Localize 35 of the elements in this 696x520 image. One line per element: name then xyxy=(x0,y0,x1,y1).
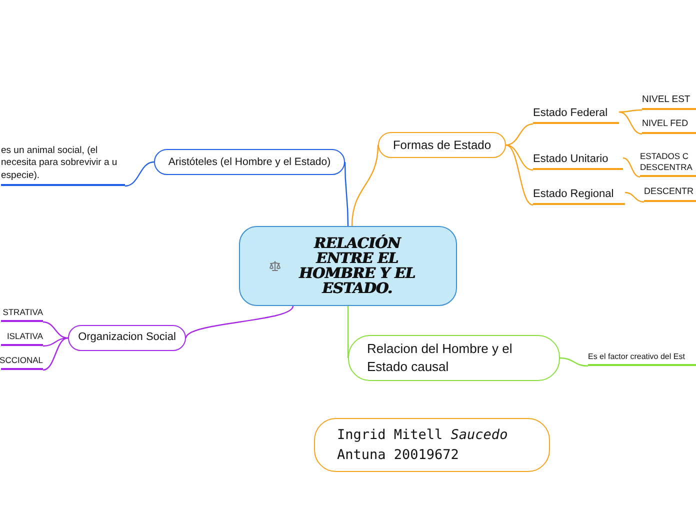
subtopic-label: Estado Federal xyxy=(533,100,619,124)
topic-box: Formas de Estado xyxy=(378,132,506,158)
subtopic-label: DESCENTR xyxy=(644,182,696,202)
subtopic-label: STRATIVA xyxy=(1,302,43,322)
author-box: Ingrid Mitell Saucedo Antuna 20019672 xyxy=(314,418,550,472)
subtopic-label: NIVEL EST xyxy=(642,88,696,110)
connector-line xyxy=(506,144,534,171)
connector-line xyxy=(347,306,349,358)
connector-line xyxy=(619,109,642,113)
subtopic-label: Estado Unitario xyxy=(533,146,623,170)
topic-box: Organizacion Social xyxy=(68,325,186,351)
subtopic-label: es un animal social, (el necesita para sobrevivir a u especie). xyxy=(1,134,125,186)
connector-line xyxy=(624,192,644,203)
connector-line xyxy=(618,111,642,135)
connector-line xyxy=(124,161,154,187)
topic-box: Relacion del Hombre y el Estado causal xyxy=(348,335,560,381)
topic-box: Aristóteles (el Hombre y el Estado) xyxy=(154,149,345,175)
subtopic-label: NIVEL FED xyxy=(642,112,696,134)
connector-line xyxy=(506,144,534,206)
connector-line xyxy=(351,144,379,226)
connector-line xyxy=(185,306,294,338)
subtopic-label: SCCIONAL xyxy=(1,350,43,370)
central-topic-box xyxy=(239,226,457,306)
subtopic-label: ESTADOS C DESCENTRA xyxy=(640,142,696,177)
connector-line xyxy=(622,157,640,178)
connector-line xyxy=(344,162,349,226)
connector-line xyxy=(42,337,68,347)
connector-line xyxy=(560,357,588,367)
connector-line xyxy=(506,123,534,146)
subtopic-label: Es el factor creativo del Est xyxy=(588,348,696,366)
subtopic-label: Estado Regional xyxy=(533,180,625,205)
subtopic-label: ISLATIVA xyxy=(1,326,43,346)
connector-line xyxy=(42,321,68,339)
connector-line xyxy=(42,337,68,371)
central-topic-title: RELACIÓN ENTRE EL HOMBRE Y EL ESTADO. xyxy=(298,236,416,296)
